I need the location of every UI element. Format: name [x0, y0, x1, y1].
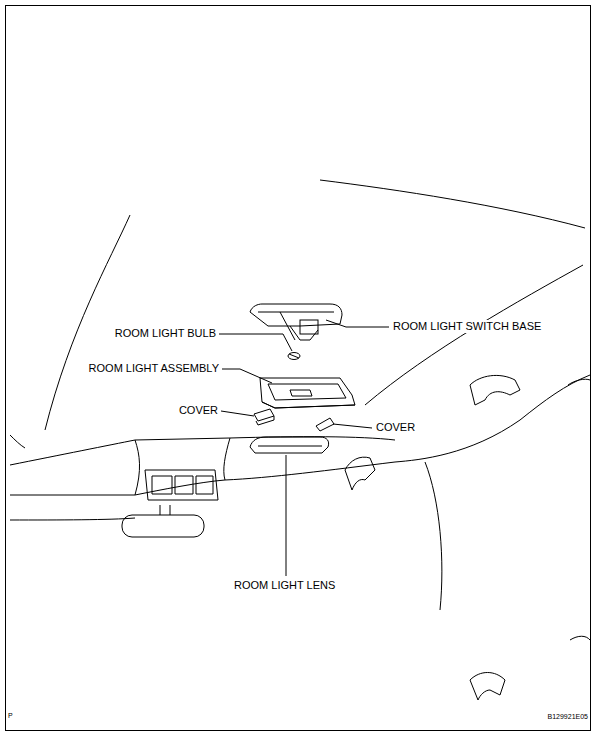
part-label: ROOM LIGHT SWITCH BASE	[392, 320, 542, 333]
figure-code: B129921E05	[547, 713, 589, 721]
part-label: COVER	[178, 404, 219, 417]
part-label: ROOM LIGHT LENS	[233, 579, 336, 592]
part-label: COVER	[375, 421, 416, 434]
part-label: ROOM LIGHT BULB	[114, 327, 217, 340]
page-mark: P	[7, 712, 14, 720]
part-label: ROOM LIGHT ASSEMBLY	[88, 362, 220, 375]
